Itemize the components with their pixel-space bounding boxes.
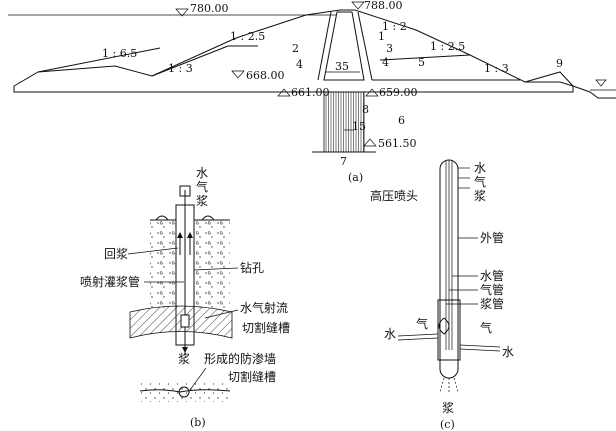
right-water-label: 水 [502,345,514,359]
water-pipe-label: 水管 [480,268,504,283]
panel-b-caption: (b) [190,416,206,429]
gas-pipe-label: 气管 [480,282,504,297]
zone-label-4-left: 4 [296,58,303,71]
zone-label-6: 6 [398,114,405,127]
svg-text:788.00: 788.00 [364,0,403,12]
c-top-gas: 气 [474,174,486,189]
plan-leader [189,367,207,391]
plan-soil [140,382,230,402]
clay-core [323,11,365,81]
bottom-spray [439,377,459,393]
b-top-grout: 浆 [196,193,208,208]
c-top-water: 水 [474,161,486,175]
nozzle-label: 高压喷头 [370,188,418,203]
left-jet-line [397,333,439,337]
slope-downstream-mid: 1 : 2.5 [430,40,465,53]
panel-c-nozzle-assembly: 水 气 浆 高压喷头 外管 水管 气管 浆管 气 水 气 水 浆 (c) [370,159,514,431]
downstream-ground [572,85,616,99]
core-base-right-marker: 659.00 [365,86,418,99]
toe-drain [524,71,574,87]
gas-nozzle-loop [438,317,450,335]
zone-label-8: 8 [362,103,369,116]
slope-upstream-mid: 1 : 3 [168,62,193,75]
core-filter-right [357,11,373,81]
core-filter-left [317,11,332,81]
upstream-slope-line [37,47,161,73]
slope-downstream-lower: 1 : 3 [484,62,509,75]
downstream-water-marker [595,79,607,87]
b-top-gas: 气 [196,179,208,194]
b-top-water: 水 [196,166,208,180]
grout-pipe-label: 喷射灌浆管 [80,274,140,289]
core-base-left-marker: 661.00 [277,86,330,99]
wall-formed-label: 形成的防渗墙 [204,351,276,366]
svg-text:561.50: 561.50 [378,137,417,150]
outer-pipe-label: 外管 [480,230,504,245]
borehole-label: 钻孔 [240,260,264,275]
panel-c-caption: (c) [440,418,455,431]
pipe-head [179,185,191,197]
plan-borehole [178,386,190,398]
mound-right [201,215,215,221]
right-jet-line [459,344,501,348]
c-top-grout: 浆 [474,188,486,203]
wall-width-dimension: 15 [344,120,366,133]
left-gas-label: 气 [416,316,428,331]
plan-slot-label: 切割缝槽 [228,369,276,384]
downstream-berm [379,54,471,61]
return-grout-label: 回浆 [104,246,128,261]
c-bottom-grout: 浆 [442,400,454,415]
core-width-dimension: 35 [326,60,360,73]
cutoff-wall [323,91,365,153]
cutoff-bottom-marker: 561.50 [363,137,417,150]
cut-slot-label: 切割缝槽 [242,320,290,335]
slope-upstream-upper: 1 : 2.5 [230,30,265,43]
jet-leader [204,309,239,319]
zone-label-4-right: 4 [382,56,389,69]
slope-downstream-upper: 1 : 2 [382,20,407,33]
return-grout-leader [127,247,179,255]
panel-a-dam-section: 780.00 788.00 668.00 661.00 659.00 561.5… [8,0,616,184]
svg-text:35: 35 [335,60,349,73]
panel-b-jet-grouting: 水 气 浆 回浆 喷射灌浆管 钻孔 水气射流 切割缝槽 浆 形成的防渗墙 切割缝… [80,166,290,429]
left-water-label: 水 [384,327,396,341]
zone-label-1: 1 [378,30,385,43]
b-bottom-grout: 浆 [178,351,190,366]
water-level-marker: 780.00 [175,2,229,17]
svg-text:668.00: 668.00 [246,69,285,82]
svg-text:659.00: 659.00 [379,86,418,99]
right-gas-label: 气 [480,320,492,335]
zone-label-2: 2 [292,42,299,55]
water-gas-jet-label: 水气射流 [240,300,288,315]
grout-pipe-c-label: 浆管 [480,296,504,311]
borehole-leader [193,267,239,271]
right-jet-line-2 [459,348,501,352]
upstream-slope-mid [151,45,229,77]
svg-text:661.00: 661.00 [291,86,330,99]
crest-marker: 788.00 [351,0,403,12]
zone-label-3: 3 [386,42,393,55]
svg-text:15: 15 [352,120,366,133]
panel-a-caption: (a) [348,171,363,184]
svg-text:780.00: 780.00 [190,2,229,15]
slope-upstream-lower: 1 : 6.5 [102,47,137,60]
zone-label-7: 7 [340,155,347,168]
left-jet-line-2 [397,337,439,341]
mound-left [155,215,169,221]
zone-label-5: 5 [418,56,425,69]
jet-nozzle [180,314,190,328]
nozzle-housing [437,299,461,361]
berm-marker: 668.00 [231,69,285,82]
plan-slot-line [139,389,231,393]
dam-body [13,9,574,93]
zone-label-9: 9 [556,57,563,70]
